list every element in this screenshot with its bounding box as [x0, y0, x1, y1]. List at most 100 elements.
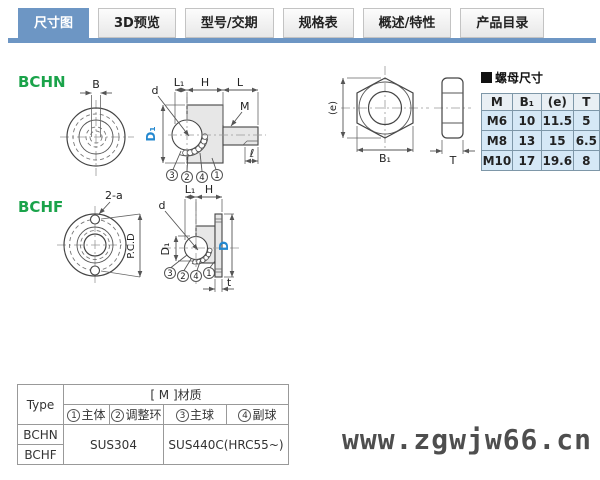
nut-col-e: (e): [540, 93, 574, 111]
bchn-dim-d: d: [152, 84, 159, 97]
cell: M6: [481, 110, 513, 131]
cell: 13: [511, 130, 542, 151]
nut-table-row-m6: M6 10 11.5 5: [481, 110, 600, 131]
bchn-dim-L: L: [237, 76, 244, 89]
type-bchf: BCHF: [17, 444, 64, 465]
nut-size-table: M B₁ (e) T M6 10 11.5 5 M8 13 15 6.5 M10…: [481, 93, 600, 171]
cell: 17: [511, 150, 542, 171]
svg-text:1: 1: [214, 171, 219, 181]
ball-material-cell: SUS440C(HRC55~): [163, 424, 289, 465]
cell: 6.5: [572, 130, 600, 151]
nut-front-view: (e) B₁: [328, 66, 429, 165]
bchn-title: BCHN: [18, 73, 66, 91]
bchn-dim-M: M: [240, 100, 250, 113]
bchf-dim-D: D: [217, 241, 231, 251]
site-watermark: www.zgwjw66.cn: [341, 423, 592, 456]
type-header: Type: [17, 384, 64, 425]
nut-table-row-m10: M10 17 19.6 8: [481, 150, 600, 171]
tab-model-delivery[interactable]: 型号/交期: [184, 8, 274, 38]
bchf-title: BCHF: [18, 198, 63, 216]
svg-text:4: 4: [199, 173, 204, 183]
bchf-part-4-badge: 4: [190, 258, 202, 282]
nut-size-section-title: 螺母尺寸: [481, 69, 543, 86]
black-square-icon: [481, 72, 492, 83]
bchf-front-view: 2-a P.C.D: [57, 189, 143, 284]
nut-drawing: (e) B₁ T: [328, 66, 475, 167]
bchn-dim-D1: D₁: [144, 126, 158, 141]
col-main-ball-label: 主球: [189, 408, 214, 422]
tab-bar: 尺寸图 3D预览 型号/交期 规格表 概述/特性 产品目录: [18, 8, 545, 38]
nut-col-M: M: [481, 93, 513, 111]
nut-dim-e: (e): [328, 101, 339, 115]
nut-side-view: T: [430, 77, 475, 167]
bchn-dim-B: B: [92, 78, 100, 91]
bchn-dim-H: H: [201, 76, 209, 89]
nut-col-B1: B₁: [511, 93, 542, 111]
bchf-dim-L1: L₁: [185, 183, 196, 196]
bchn-drawing: BCHN B: [18, 73, 266, 183]
svg-text:2: 2: [184, 173, 189, 183]
tab-dimension-drawing[interactable]: 尺寸图: [18, 8, 90, 38]
type-bchn: BCHN: [17, 424, 64, 445]
cell: 15: [540, 130, 574, 151]
nut-col-T: T: [572, 93, 600, 111]
bchf-dim-t: t: [227, 276, 232, 289]
tab-overview-features[interactable]: 概述/特性: [362, 8, 452, 38]
circled-4-icon: 4: [238, 409, 252, 422]
bchn-dim-l: ℓ: [249, 147, 255, 160]
cell: M10: [481, 150, 513, 171]
bchn-front-view: B: [60, 78, 134, 176]
tab-spec-table[interactable]: 规格表: [282, 8, 354, 38]
bchf-dim-H: H: [205, 183, 213, 196]
nut-size-title-text: 螺母尺寸: [495, 71, 544, 85]
bchn-part-2-badge: 2: [181, 154, 193, 183]
bchn-part-3-badge: 3: [166, 150, 182, 181]
nut-table-header-row: M B₁ (e) T: [481, 93, 600, 111]
materials-row-bchf: BCHF: [17, 444, 289, 465]
col-sub-ball-label: 副球: [252, 408, 277, 422]
svg-text:1: 1: [206, 269, 211, 279]
bchf-part-3-badge: 3: [164, 254, 188, 279]
cell: 5: [572, 110, 600, 131]
nut-dim-T: T: [449, 154, 457, 167]
cell: 10: [511, 110, 542, 131]
bchf-dim-D1: D₁: [159, 243, 172, 256]
bchf-part-2-badge: 2: [177, 258, 192, 282]
cell: 19.6: [540, 150, 574, 171]
svg-text:2: 2: [180, 272, 185, 282]
bchf-side-view: L₁ H d D₁ D t 3: [159, 183, 240, 292]
nut-dim-B1: B₁: [379, 152, 391, 165]
bchf-dim-d: d: [159, 199, 166, 212]
bchn-part-1-badge: 1: [211, 157, 223, 181]
svg-text:3: 3: [169, 171, 174, 181]
circled-3-icon: 3: [175, 409, 189, 422]
tab-3d-preview[interactable]: 3D预览: [98, 8, 176, 38]
tab-product-catalog[interactable]: 产品目录: [460, 8, 545, 38]
cell: M8: [481, 130, 513, 151]
svg-text:3: 3: [167, 269, 172, 279]
materials-row-bchn: BCHN SUS304 SUS440C(HRC55~): [17, 424, 289, 465]
bchn-dim-L1: L₁: [174, 76, 185, 89]
bchn-part-4-badge: 4: [196, 152, 208, 183]
svg-text:4: 4: [193, 272, 198, 282]
material-group-header: [ M ]材质: [63, 384, 289, 405]
col-adjust-ring-label: 调整环: [125, 408, 162, 422]
circled-2-icon: 2: [111, 409, 125, 422]
bchf-drawing: BCHF 2-a P.C.D: [18, 183, 240, 292]
bchf-part-1-badge: 1: [203, 260, 216, 279]
bchf-dim-pcd: P.C.D: [126, 233, 137, 259]
circled-1-icon: 1: [67, 409, 81, 422]
col-body-label: 主体: [81, 408, 106, 422]
cell: 8: [572, 150, 600, 171]
bchn-side-view: L₁ H L d M D₁ ℓ 3 2: [144, 76, 266, 183]
materials-header-row: Type [ M ]材质: [17, 384, 289, 425]
nut-table-row-m8: M8 13 15 6.5: [481, 130, 600, 151]
tab-underline: [8, 38, 596, 43]
